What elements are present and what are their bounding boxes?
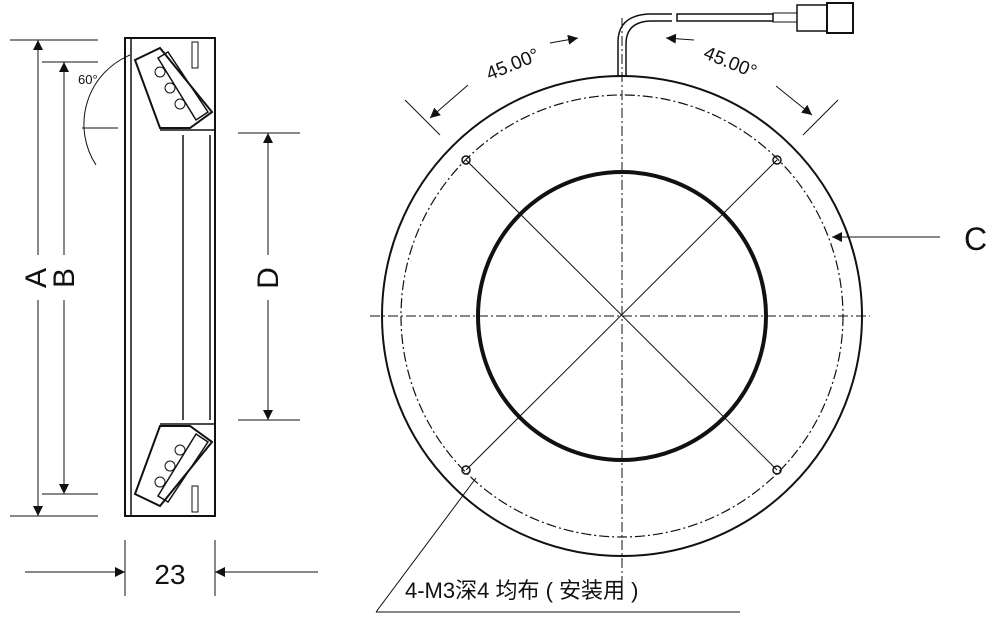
side-view: [124, 37, 216, 517]
tilt-angle-label: 60°: [78, 72, 98, 87]
dim-d-label: D: [252, 267, 285, 289]
dimension-b: B: [42, 61, 98, 495]
dimension-width: 23: [25, 540, 318, 596]
tilt-angle-dimension: 60°: [78, 54, 131, 166]
mount-note: 4-M3深4 均布 ( 安装用 ): [405, 578, 638, 603]
dim-b-label: B: [48, 268, 81, 288]
dim-c-label: C: [964, 221, 987, 257]
angle-left-label: 45.00°: [483, 45, 542, 85]
front-view: 45.00° 45.00° C 4-M3深4 均布 ( 安装用 ): [370, 2, 987, 613]
dim-a-label: A: [20, 268, 53, 288]
width-label: 23: [154, 559, 185, 590]
mounting-holes: [461, 155, 782, 475]
angle-right-label: 45.00°: [701, 43, 760, 83]
cable-connector: [617, 2, 854, 76]
dimension-a: A: [10, 39, 98, 517]
dimension-d: D: [238, 132, 300, 421]
